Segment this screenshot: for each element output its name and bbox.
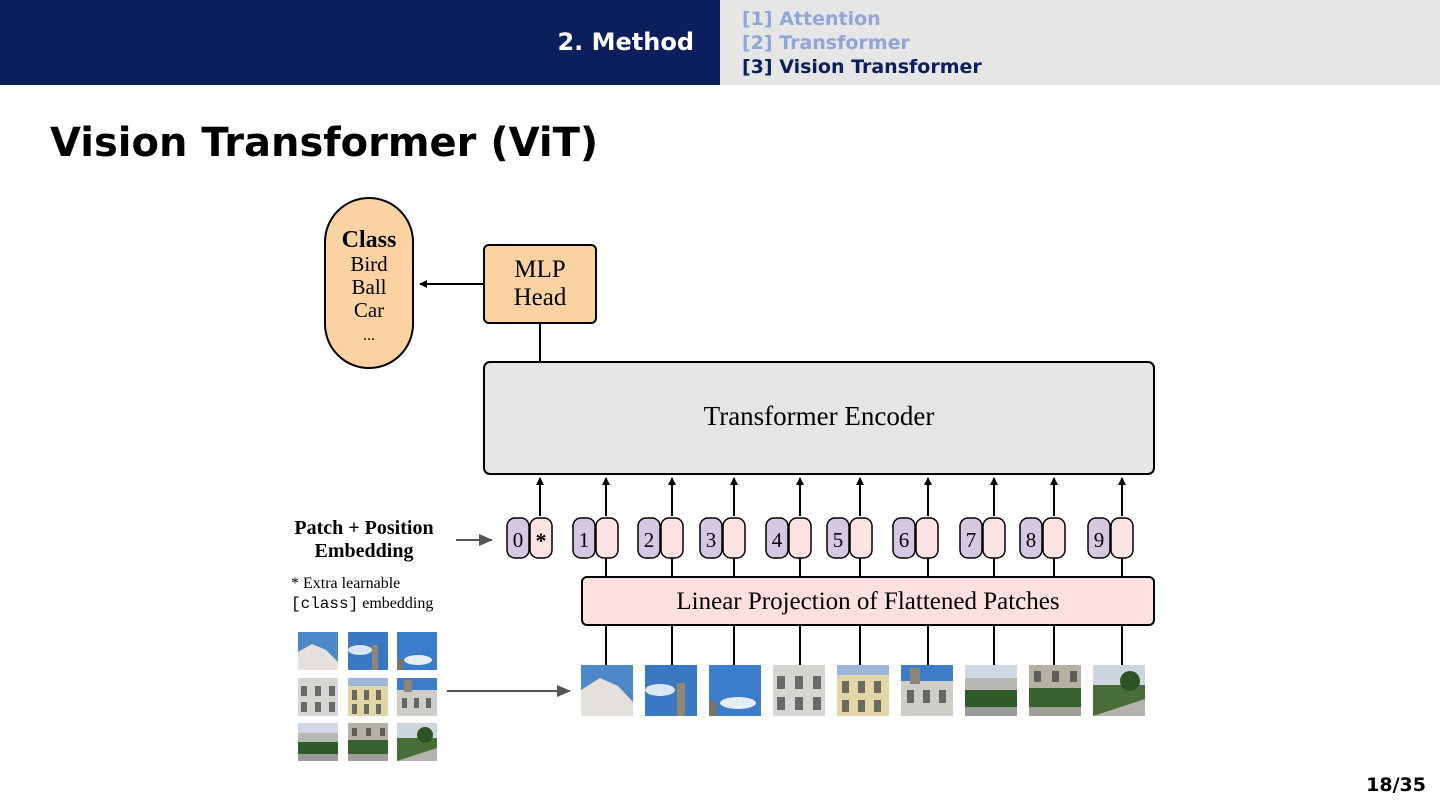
token-0: 0 *: [506, 517, 553, 559]
token-label-6: 6: [899, 528, 910, 552]
patch-embedding-8: [1042, 517, 1066, 559]
position-embedding-9: [1087, 517, 1111, 559]
grid-patch-9: [397, 723, 437, 761]
token-2: 2: [637, 517, 684, 559]
slide-title: Vision Transformer (ViT): [50, 120, 599, 166]
patch-embedding-1: [595, 517, 619, 559]
linear-projection-label: Linear Projection of Flattened Patches: [676, 588, 1059, 615]
token-4: 4: [765, 517, 812, 559]
subsection-vision-transformer[interactable]: [3] Vision Transformer: [742, 56, 982, 78]
transformer-encoder-label: Transformer Encoder: [704, 401, 935, 431]
flattened-patch-row: [581, 665, 1145, 716]
token-1: 1: [572, 517, 619, 559]
mlp-head-line2: Head: [514, 284, 567, 311]
patch-embedding-3: [722, 517, 746, 559]
projection-to-token-lines: [605, 558, 1123, 577]
class-item-car: Car: [354, 298, 384, 322]
flat-patch-1: [581, 665, 633, 716]
token-9: 9: [1087, 517, 1134, 559]
subsection-list: [1] Attention [2] Transformer [3] Vision…: [742, 7, 982, 79]
position-embedding-5: [826, 517, 850, 559]
section-title[interactable]: 2. Method: [557, 28, 694, 56]
flat-patch-7: [965, 665, 1017, 716]
token-label-8: 8: [1026, 528, 1037, 552]
class-item-more: ...: [363, 327, 375, 344]
token-label-3: 3: [706, 528, 717, 552]
patch-embedding-7: [982, 517, 1006, 559]
patch-embedding-2: [660, 517, 684, 559]
flat-patch-8: [1029, 665, 1081, 716]
transformer-encoder-box: [483, 361, 1155, 475]
header-section-bar: 2. Method: [0, 0, 720, 85]
position-embedding-3: [699, 517, 723, 559]
position-embedding-6: [892, 517, 916, 559]
class-box-title: Class: [342, 227, 397, 253]
token-label-9: 9: [1094, 528, 1105, 552]
patch-embedding-5: [849, 517, 873, 559]
extra-note-rest: embedding: [358, 595, 433, 612]
flat-patch-4: [773, 665, 825, 716]
patch-to-projection-lines: [605, 625, 1123, 665]
token-label-7: 7: [966, 528, 977, 552]
grid-patch-5: [348, 678, 388, 716]
position-embedding-8: [1019, 517, 1043, 559]
token-to-encoder-arrows: [536, 477, 1126, 516]
patch-embedding-4: [788, 517, 812, 559]
subsection-transformer[interactable]: [2] Transformer: [742, 32, 910, 54]
header-subsection-bar: [1] Attention [2] Transformer [3] Vision…: [720, 0, 1440, 85]
patch-embedding-6: [915, 517, 939, 559]
position-embedding-0: [506, 517, 530, 559]
token-8: 8: [1019, 517, 1066, 559]
embedding-label-line2: Embedding: [315, 540, 414, 562]
token-label-0: 0: [513, 528, 524, 552]
position-embedding-7: [959, 517, 983, 559]
token-label-5: 5: [833, 528, 844, 552]
token-label-2: 2: [644, 528, 655, 552]
flat-patch-3: [709, 665, 761, 716]
position-embedding-1: [572, 517, 596, 559]
extra-note-code: [class]: [291, 595, 358, 613]
flat-patch-2: [645, 665, 697, 716]
class-token-embedding: [529, 517, 553, 559]
grid-patch-4: [298, 678, 338, 716]
subsection-attention[interactable]: [1] Attention: [742, 8, 881, 30]
grid-patch-2: [348, 632, 388, 670]
token-6: 6: [892, 517, 939, 559]
position-embedding-4: [765, 517, 789, 559]
token-5: 5: [826, 517, 873, 559]
class-item-bird: Bird: [350, 252, 388, 276]
page-number: 18/35: [1366, 774, 1426, 796]
class-token-symbol: *: [536, 528, 547, 553]
grid-patch-3: [397, 632, 437, 670]
position-embedding-2: [637, 517, 661, 559]
flat-patch-6: [901, 665, 953, 716]
extra-note-line2: [class] embedding: [291, 595, 433, 613]
embedding-label-line1: Patch + Position: [294, 517, 433, 539]
extra-note-line1: * Extra learnable: [291, 575, 400, 592]
grid-patch-1: [298, 632, 338, 670]
flat-patch-5: [837, 665, 889, 716]
flat-patch-9: [1093, 665, 1145, 716]
patch-embedding-9: [1110, 517, 1134, 559]
class-output-box: [324, 197, 414, 369]
token-3: 3: [699, 517, 746, 559]
mlp-head-line1: MLP: [514, 256, 565, 283]
grid-patch-7: [298, 723, 338, 761]
class-item-ball: Ball: [352, 275, 387, 299]
grid-patch-6: [397, 678, 437, 716]
token-7: 7: [959, 517, 1006, 559]
source-image-grid: [298, 632, 437, 761]
linear-projection-box: [581, 576, 1155, 626]
token-label-4: 4: [772, 528, 783, 552]
token-label-1: 1: [579, 528, 590, 552]
grid-patch-8: [348, 723, 388, 761]
